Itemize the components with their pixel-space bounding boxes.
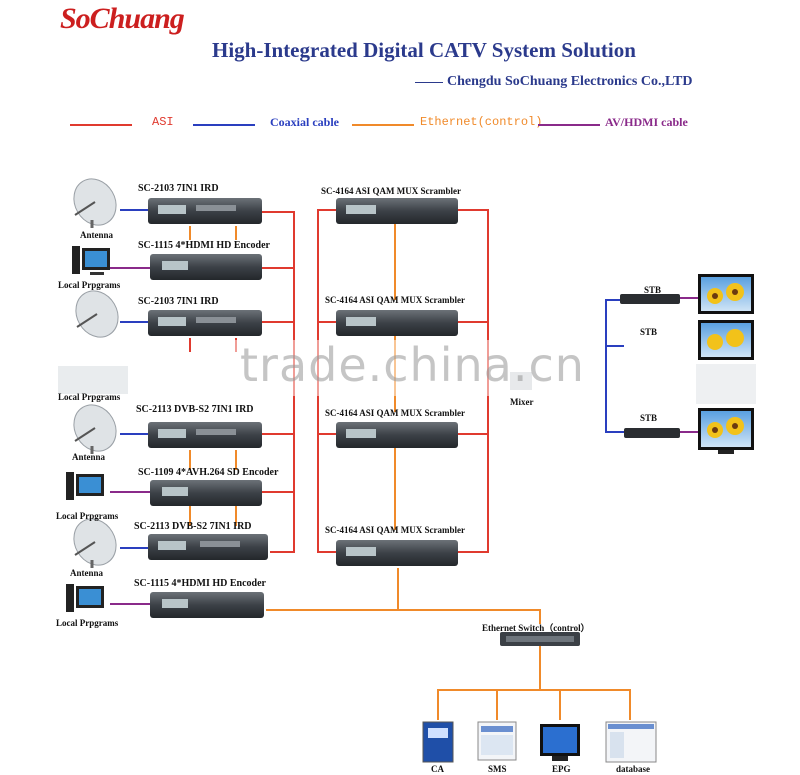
tv-icon [698, 408, 754, 454]
legend-coaxial-label: Coaxial cable [270, 115, 339, 129]
legend-ethernet-line [352, 124, 414, 126]
page-title: High-Integrated Digital CATV System Solu… [212, 38, 636, 62]
device-label-ird2: SC-2103 7IN1 IRD [138, 296, 219, 307]
device-label-ird3: SC-2113 DVB-S2 7IN1 IRD [136, 404, 254, 415]
rack-ird3 [148, 422, 262, 448]
ca-label: CA [431, 764, 444, 774]
watermark-backdrop [230, 340, 570, 396]
device-label-mux4: SC-4164 ASI QAM MUX Scrambler [325, 525, 465, 535]
antenna-label: Antenna [80, 230, 114, 240]
antenna-icon [73, 518, 117, 568]
tv-icon [698, 274, 754, 314]
stb-label: STB [640, 413, 658, 423]
epg-label: EPG [552, 764, 571, 774]
computer-icon [72, 246, 110, 275]
legend-coaxial-line [193, 124, 255, 126]
rack-mux4 [336, 540, 458, 566]
device-label-mux2: SC-4164 ASI QAM MUX Scrambler [325, 295, 465, 305]
database-server-icon [605, 721, 657, 763]
tv-icon [696, 364, 756, 404]
ca-server-icon [422, 721, 454, 763]
tv-icon [698, 320, 754, 360]
database-label: database [616, 764, 651, 774]
device-label-ird1: SC-2103 7IN1 IRD [138, 183, 219, 194]
rack-ird2 [148, 310, 262, 336]
antenna-icon [75, 290, 119, 338]
rack-mux3 [336, 422, 458, 448]
local-programs-label: Local Prpgrams [56, 618, 119, 628]
local-programs-label: Local Prpgrams [56, 511, 119, 521]
local-programs-label: Local Prpgrams [58, 392, 121, 402]
stb-box [624, 428, 680, 438]
rack-mux2 [336, 310, 458, 336]
rack-mux1 [336, 198, 458, 224]
device-label-mux1: SC-4164 ASI QAM MUX Scrambler [321, 186, 461, 196]
mixer-label: Mixer [510, 397, 534, 407]
antenna-icon [73, 178, 117, 228]
antenna-label: Antenna [70, 568, 104, 578]
ethernet-switch-label: Ethernet Switch（control） [482, 623, 590, 633]
rack-enc2 [150, 480, 262, 506]
stb-label: STB [644, 285, 662, 295]
avhdmi-lines [110, 267, 700, 605]
device-label-enc1: SC-1115 4*HDMI HD Encoder [138, 240, 270, 251]
device-label-mux3: SC-4164 ASI QAM MUX Scrambler [325, 408, 465, 418]
legend-avhdmi-line [538, 124, 600, 126]
legend-avhdmi-label: AV/HDMI cable [605, 115, 688, 129]
legend-asi-line [70, 124, 132, 126]
rack-ird1 [148, 198, 262, 224]
ethernet-switch-icon [500, 632, 580, 646]
rack-ird4 [148, 534, 268, 560]
rack-enc1 [150, 254, 262, 280]
company-name: Chengdu SoChuang Electronics Co.,LTD [447, 74, 693, 89]
watermark: trade.china.cn [240, 338, 585, 392]
coaxial-lines [120, 209, 624, 549]
company-dash [415, 82, 443, 83]
legend-asi-label: ASI [152, 115, 174, 129]
sms-server-icon [477, 721, 517, 761]
antenna-label: Antenna [72, 452, 106, 462]
antenna-icon [73, 404, 117, 454]
epg-server-icon [540, 724, 580, 761]
local-programs-label: Local Prpgrams [58, 280, 121, 290]
device-label-ird4: SC-2113 DVB-S2 7IN1 IRD [134, 521, 252, 532]
device-label-enc3: SC-1115 4*HDMI HD Encoder [134, 578, 266, 589]
company-logo: SoChuang [60, 2, 185, 35]
stb-label: STB [640, 327, 658, 337]
legend-ethernet-label: Ethernet(control) [420, 115, 543, 129]
computer-icon [66, 584, 104, 612]
stb-box [620, 294, 680, 304]
computer-icon [58, 366, 128, 394]
computer-icon [66, 472, 104, 500]
rack-enc3 [150, 592, 264, 618]
sms-label: SMS [488, 764, 507, 774]
device-label-enc2: SC-1109 4*AVH.264 SD Encoder [138, 467, 279, 478]
